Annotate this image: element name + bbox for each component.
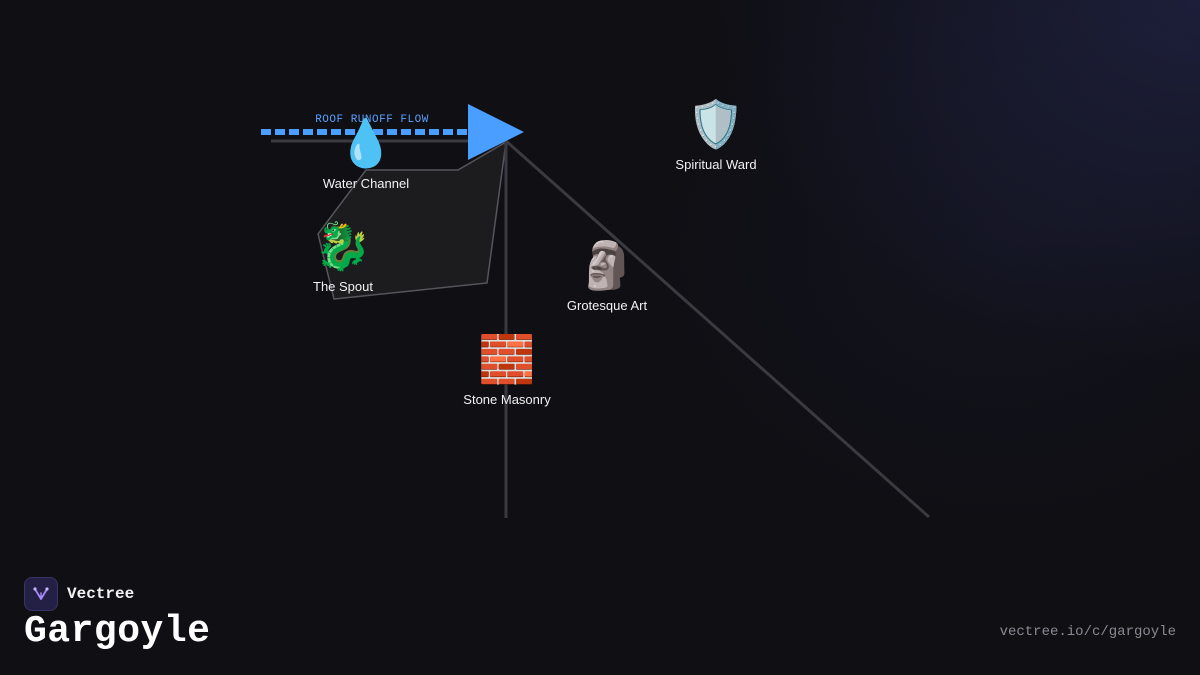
dragon-icon: 🐉 bbox=[314, 219, 372, 273]
node-label: Spiritual Ward bbox=[675, 157, 757, 172]
brand-name: Vectree bbox=[67, 585, 135, 603]
flow-arrow-head bbox=[468, 104, 524, 160]
node-spiritual-ward[interactable]: 🛡️ Spiritual Ward bbox=[675, 97, 756, 172]
water-drop-icon: 💧 bbox=[337, 116, 395, 170]
gargoyle-body-shape bbox=[317, 140, 507, 300]
brand[interactable]: Vectree bbox=[24, 577, 134, 611]
page-title: Gargoyle bbox=[24, 610, 211, 653]
brick-wall-icon: 🧱 bbox=[478, 332, 536, 386]
node-stone-masonry[interactable]: 🧱 Stone Masonry bbox=[463, 332, 550, 407]
vectree-logo-icon bbox=[24, 577, 58, 611]
node-label: Grotesque Art bbox=[566, 298, 648, 313]
diagonal-line bbox=[505, 139, 930, 519]
node-label: Stone Masonry bbox=[463, 392, 551, 407]
node-label: Water Channel bbox=[322, 176, 410, 191]
node-grotesque-art[interactable]: 🗿 Grotesque Art bbox=[567, 238, 647, 313]
node-the-spout[interactable]: 🐉 The Spout bbox=[313, 219, 373, 294]
shield-icon: 🛡️ bbox=[687, 97, 745, 151]
stone-head-icon: 🗿 bbox=[578, 238, 636, 292]
node-label: The Spout bbox=[313, 279, 373, 294]
node-water-channel[interactable]: 💧 Water Channel bbox=[323, 116, 409, 191]
page-url[interactable]: vectree.io/c/gargoyle bbox=[999, 624, 1176, 640]
flow-label: ROOF RUNOFF FLOW bbox=[315, 114, 429, 126]
